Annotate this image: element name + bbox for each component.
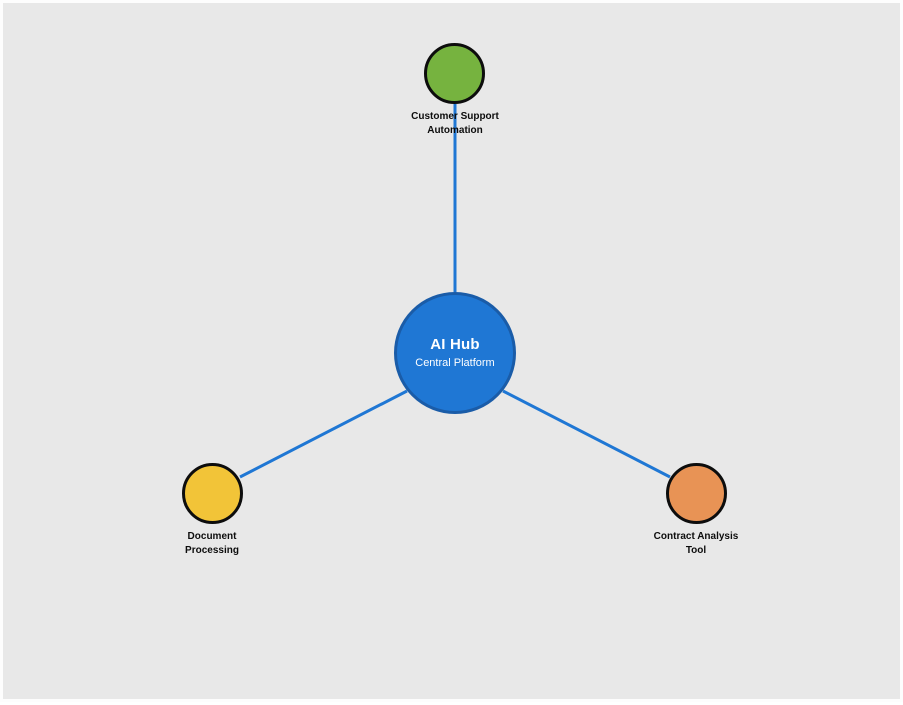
node-customer-support-automation[interactable]: [424, 43, 485, 104]
edge-hub-to-document-processing: [239, 389, 408, 479]
node-label-customer-support-automation: Customer Support Automation: [411, 111, 499, 136]
edge-layer: [239, 104, 671, 479]
hub-subtitle: Central Platform: [415, 357, 495, 369]
node-document-processing[interactable]: [182, 463, 243, 524]
node-contract-analysis-tool[interactable]: [666, 463, 727, 524]
node-label-document-processing: Document Processing: [185, 531, 239, 556]
node-label-contract-analysis-tool: Contract Analysis Tool: [653, 531, 739, 556]
edge-hub-to-contract-analysis: [502, 389, 671, 479]
hub-title: AI Hub: [430, 336, 480, 353]
node-ai-hub[interactable]: AI Hub Central Platform: [394, 292, 516, 414]
